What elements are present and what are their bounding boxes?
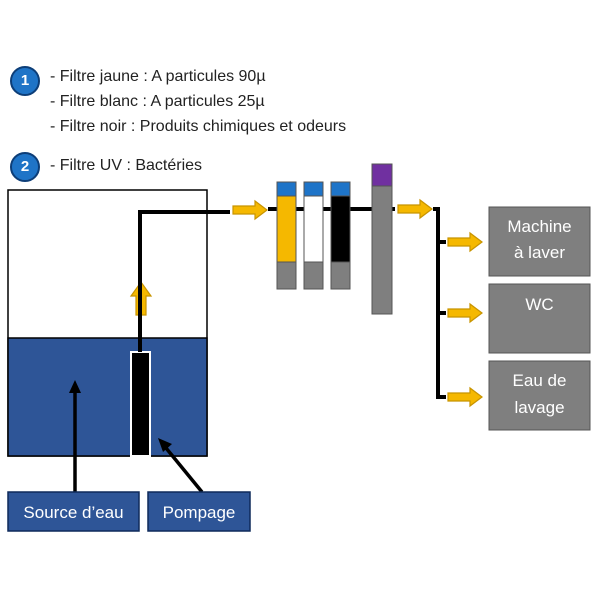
water-level bbox=[7, 337, 208, 457]
pump-pipe bbox=[130, 351, 151, 457]
yellow-filter-base bbox=[276, 261, 297, 290]
white-filter-base bbox=[303, 261, 324, 290]
legend-badge-1: 1 bbox=[10, 66, 40, 96]
legend-line-uv-filter: - Filtre UV : Bactéries bbox=[50, 157, 203, 174]
uv-filter-body bbox=[371, 185, 393, 315]
pump-pointer-head bbox=[158, 438, 172, 452]
legend-line-yellow-filter: - Filtre jaune : A particules 90µ bbox=[50, 68, 266, 85]
arrow-to-machine bbox=[447, 232, 483, 252]
destination-washing-water-line1: Eau de bbox=[513, 371, 567, 390]
destination-washing-water-line2: lavage bbox=[514, 398, 564, 417]
white-filter-cap bbox=[303, 181, 324, 197]
arrow-into-filters bbox=[232, 200, 268, 220]
destination-machine-line1: Machine bbox=[507, 217, 571, 236]
destination-wc-box bbox=[488, 283, 591, 354]
legend-badge-2: 2 bbox=[10, 152, 40, 182]
pump-label-box bbox=[147, 491, 251, 532]
black-filter-base bbox=[330, 261, 351, 290]
distribution-pipe bbox=[433, 207, 446, 399]
destination-washing-water-box bbox=[488, 360, 591, 431]
black-filter-cartridge bbox=[330, 195, 351, 263]
pipe-to-filters bbox=[138, 210, 230, 352]
legend-line-black-filter: - Filtre noir : Produits chimiques et od… bbox=[50, 118, 347, 135]
source-label: Source d’eau bbox=[23, 503, 123, 522]
yellow-filter-cap bbox=[276, 181, 297, 197]
legend-line-white-filter: - Filtre blanc : A particules 25µ bbox=[50, 93, 265, 110]
pump-pointer-line bbox=[164, 446, 204, 494]
pump-label: Pompage bbox=[163, 503, 236, 522]
white-filter-cartridge bbox=[303, 195, 324, 263]
black-filter-cap bbox=[330, 181, 351, 197]
destination-wc-label: WC bbox=[525, 295, 553, 314]
destination-machine-box bbox=[488, 206, 591, 277]
source-label-box bbox=[7, 491, 140, 532]
arrow-to-wc bbox=[447, 303, 483, 323]
yellow-filter-cartridge bbox=[276, 195, 297, 263]
source-pointer-head bbox=[69, 380, 81, 393]
destination-machine-line2: à laver bbox=[514, 243, 565, 262]
arrow-to-washing-water bbox=[447, 387, 483, 407]
uv-filter-cap bbox=[371, 163, 393, 187]
arrow-out-of-uv bbox=[397, 199, 433, 219]
